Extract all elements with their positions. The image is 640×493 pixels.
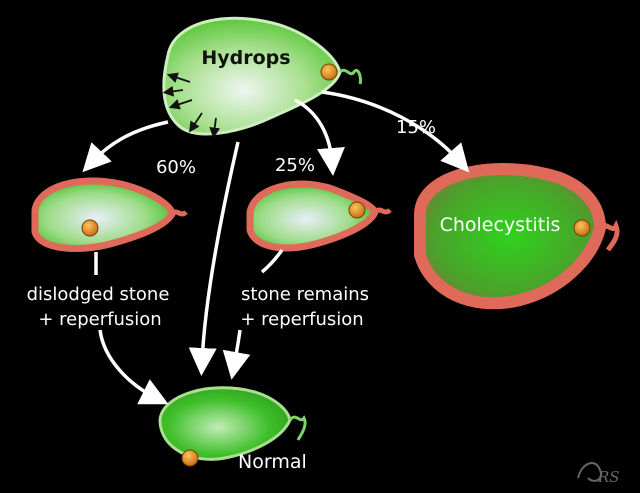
arrow-left-to-normal bbox=[98, 329, 169, 405]
arrow-hydrops-to-cholecystitis bbox=[321, 90, 470, 173]
arrow-hydrops-to-left bbox=[82, 120, 169, 173]
hydrops-label: Hydrops bbox=[201, 47, 290, 69]
stone-icon bbox=[348, 201, 366, 219]
stone-icon bbox=[320, 63, 338, 81]
left-gallbladder bbox=[31, 177, 188, 252]
watermark-logo: RS bbox=[577, 462, 620, 486]
line-middle-down bbox=[260, 248, 284, 274]
stone-icon bbox=[573, 219, 591, 237]
arrow-hydrops-to-middle bbox=[294, 98, 345, 176]
watermark-text: RS bbox=[597, 468, 620, 486]
arrow-middle-to-normal bbox=[222, 329, 251, 380]
hydrops-gallbladder bbox=[162, 16, 362, 139]
caption-mid-line2: + reperfusion bbox=[240, 309, 363, 330]
cholecystitis-label: Cholecystitis bbox=[440, 214, 561, 236]
caption-left-line2: + reperfusion bbox=[38, 309, 161, 330]
middle-gallbladder bbox=[246, 180, 392, 252]
percent-middle: 25% bbox=[275, 155, 315, 176]
pressure-arrows-icon bbox=[162, 72, 221, 139]
percent-left: 60% bbox=[156, 157, 196, 178]
stone-icon bbox=[181, 449, 199, 467]
caption-mid-line1: stone remains bbox=[241, 284, 369, 305]
cholecystitis-gallbladder bbox=[414, 163, 620, 310]
flow-arrows bbox=[82, 90, 470, 405]
arrow-hydrops-to-normal bbox=[188, 141, 240, 376]
percent-right: 15% bbox=[396, 117, 436, 138]
normal-label: Normal bbox=[238, 451, 307, 473]
stone-icon bbox=[81, 219, 99, 237]
normal-gallbladder bbox=[158, 386, 307, 467]
caption-left-line1: dislodged stone bbox=[27, 284, 170, 305]
